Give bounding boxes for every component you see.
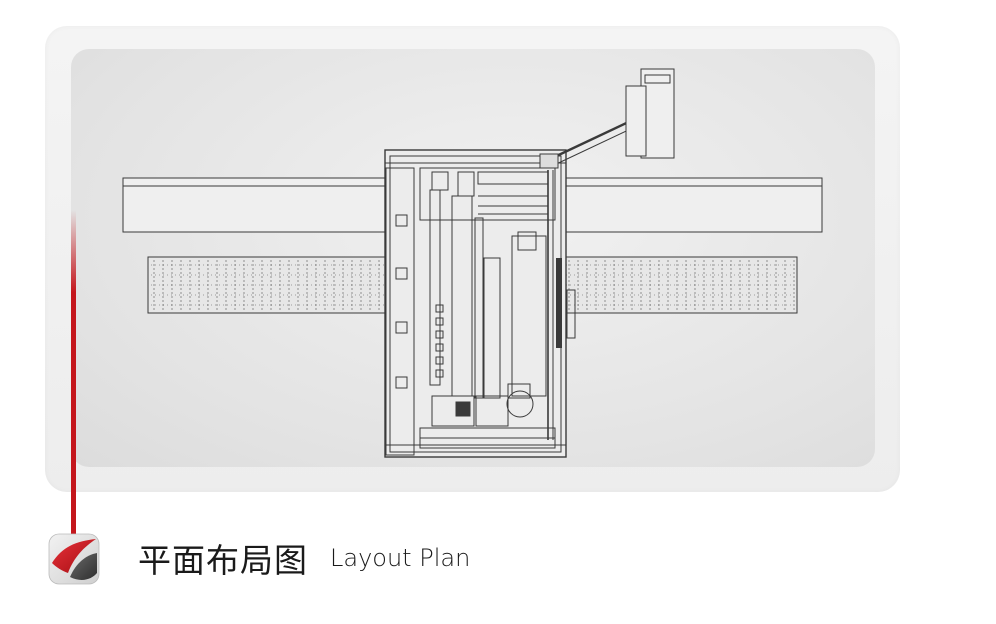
caption-title-en: Layout Plan xyxy=(330,544,471,572)
left-conveyor-table xyxy=(147,256,388,314)
right-conveyor-table xyxy=(562,256,798,314)
control-box xyxy=(395,214,408,227)
main-machine-body xyxy=(384,149,576,458)
control-box xyxy=(395,321,408,334)
right-rail-beam xyxy=(562,177,823,233)
control-cabinet xyxy=(625,68,675,159)
red-grey-swoosh-logo-icon xyxy=(48,533,100,585)
figure-caption: 平面布局图 Layout Plan xyxy=(138,536,470,580)
control-box xyxy=(395,267,408,280)
accent-vertical-line xyxy=(71,210,76,540)
caption-title-cn: 平面布局图 xyxy=(138,541,308,580)
control-box xyxy=(395,376,408,389)
left-rail-beam xyxy=(122,177,388,233)
